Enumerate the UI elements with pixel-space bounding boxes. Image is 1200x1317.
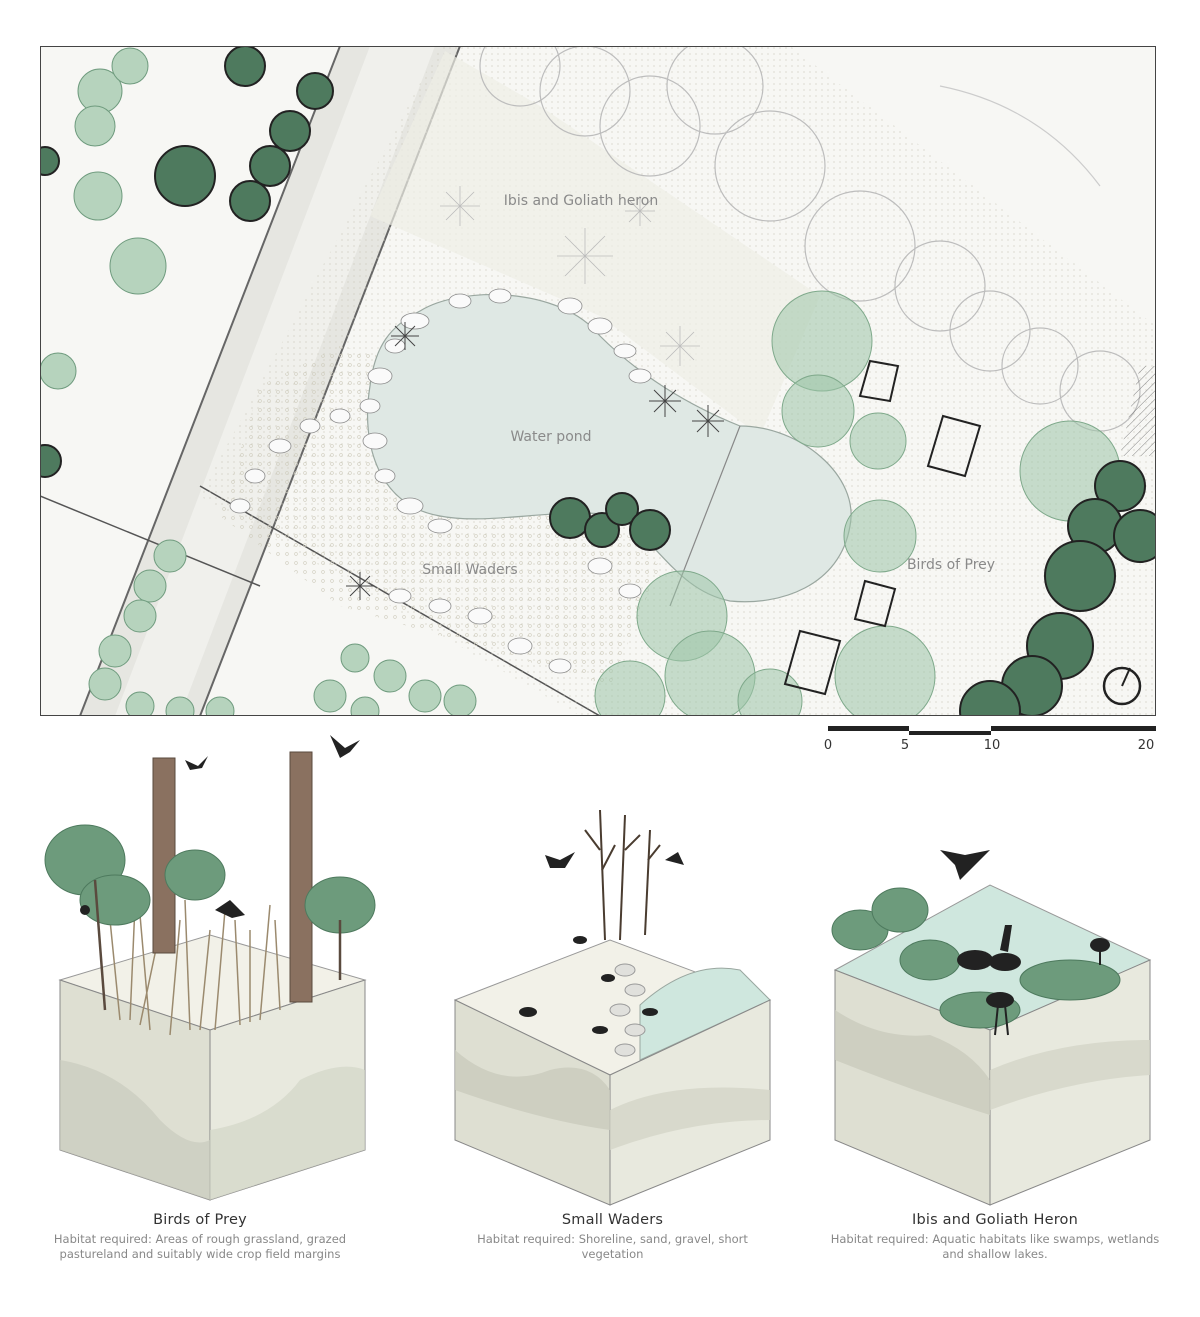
- shrub-symbols: [440, 186, 700, 366]
- birds-of-prey-block: [44, 735, 376, 1201]
- habitat-title: Small Waders: [561, 1212, 664, 1228]
- ibis-zone: [370, 51, 820, 436]
- scale-bar: 0 5 10 20: [823, 724, 1160, 758]
- nest-post-right: [289, 751, 313, 1003]
- habitat-title: Ibis and Goliath Heron: [911, 1212, 1079, 1228]
- dark-shrubs: [346, 322, 724, 600]
- north-arrow-icon: [1102, 666, 1142, 706]
- structures: [783, 359, 982, 696]
- scale-bar-graphic: [828, 726, 1156, 735]
- scale-tick-5: 5: [900, 738, 910, 753]
- bird-silhouette-icon: [80, 735, 360, 918]
- heron-icon: [940, 850, 1110, 1036]
- caption-ibis-heron: Ibis and Goliath Heron Habitat required:…: [830, 1212, 1160, 1262]
- scale-tick-20: 20: [1137, 738, 1155, 753]
- label-water-pond: Water pond: [510, 429, 591, 445]
- small-waders-block: [453, 809, 772, 1206]
- label-birds-of-prey-zone: Birds of Prey: [907, 557, 995, 573]
- pebble-edge: [229, 288, 652, 674]
- scale-tick-0: 0: [823, 738, 833, 753]
- habitat-description: Habitat required: Shoreline, sand, grave…: [477, 1232, 748, 1261]
- nest-post-left: [152, 757, 176, 954]
- caption-small-waders: Small Waders Habitat required: Shoreline…: [450, 1212, 775, 1262]
- dark-trees: [40, 46, 1156, 716]
- left-trees: [40, 47, 477, 716]
- light-trees: [594, 290, 1121, 716]
- site-plan: Ibis and Goliath heron Water pond Small …: [40, 46, 1156, 716]
- wader-bird-icon: [519, 852, 684, 1034]
- label-ibis-zone: Ibis and Goliath heron: [504, 193, 658, 209]
- habitat-description: Habitat required: Aquatic habitats like …: [830, 1232, 1160, 1261]
- habitat-title: Birds of Prey: [153, 1212, 247, 1228]
- label-small-waders-zone: Small Waders: [422, 562, 517, 578]
- habitat-description: Habitat required: Areas of rough grassla…: [53, 1232, 347, 1261]
- tree-outlines: [479, 46, 1141, 432]
- scale-tick-10: 10: [983, 738, 1001, 753]
- ibis-heron-block: [831, 850, 1152, 1206]
- caption-birds-of-prey: Birds of Prey Habitat required: Areas of…: [40, 1212, 360, 1262]
